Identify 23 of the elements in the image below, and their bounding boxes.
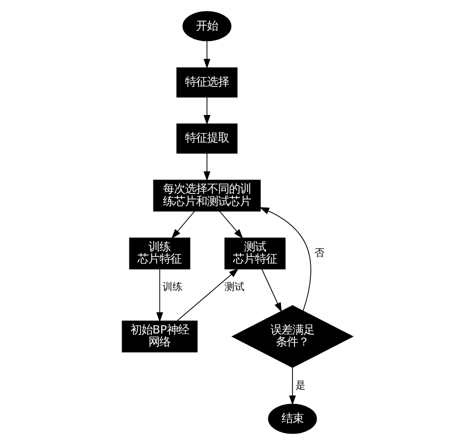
node-box: 特征提取 bbox=[176, 124, 237, 154]
arrow bbox=[260, 268, 282, 312]
arrow bbox=[203, 153, 210, 182]
node-ellipse: 开始 bbox=[182, 11, 231, 42]
arrow bbox=[176, 268, 238, 322]
edge-label: 训练 bbox=[162, 282, 182, 293]
arrow bbox=[203, 40, 210, 69]
edge-label: 是 bbox=[295, 380, 306, 392]
node-box: 每次选择不同的训练芯片和测试芯片 bbox=[152, 180, 260, 212]
node-ellipse: 结束 bbox=[268, 404, 316, 434]
arrow bbox=[156, 268, 163, 322]
node-box: 初始BP神经网络 bbox=[121, 320, 198, 352]
edge-label: 测试 bbox=[224, 282, 244, 293]
node-diamond: 误差满足条件？ bbox=[230, 305, 354, 368]
arrow bbox=[170, 210, 194, 239]
edge-label: 否 bbox=[314, 248, 324, 259]
node-box: 训练芯片特征 bbox=[128, 238, 190, 270]
node-box: 特征选择 bbox=[176, 67, 237, 98]
arrow bbox=[203, 96, 210, 125]
arrow bbox=[288, 367, 296, 406]
arrow bbox=[218, 210, 243, 239]
node-box: 测试芯片特征 bbox=[224, 238, 286, 270]
arrow bbox=[258, 207, 311, 312]
